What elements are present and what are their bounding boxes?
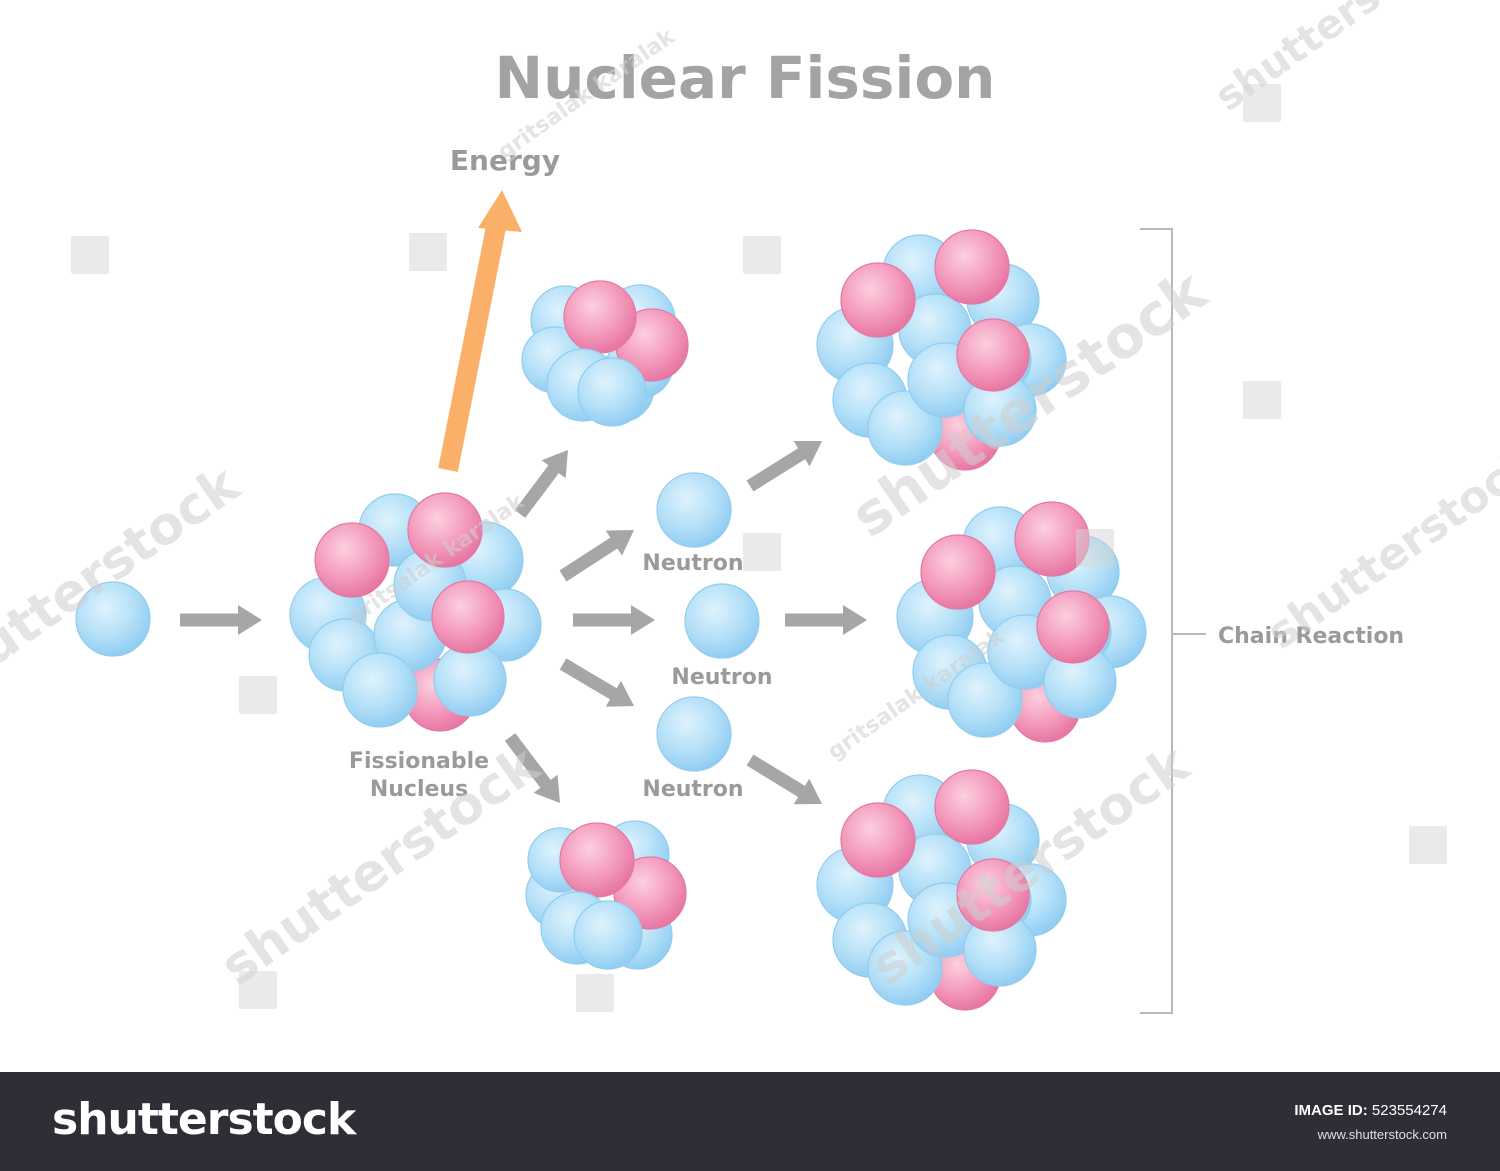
proton — [314, 522, 390, 598]
proton — [956, 318, 1030, 392]
fragment-top — [521, 280, 689, 427]
energy-arrow — [438, 190, 522, 472]
proton — [840, 802, 916, 878]
chain-nucleus-middle — [896, 501, 1147, 743]
proton — [563, 280, 637, 354]
particles — [75, 229, 1147, 1011]
chain-nucleus-top — [816, 229, 1067, 471]
chain-reaction-bracket — [1140, 228, 1206, 1014]
proton — [840, 262, 916, 338]
watermark-icon — [1243, 381, 1281, 419]
neutron — [433, 643, 507, 717]
image-id: IMAGE ID: 523554274 — [1294, 1102, 1447, 1119]
fissionable-nucleus — [289, 492, 542, 732]
released-neutron-top — [656, 472, 732, 548]
neutron — [577, 357, 647, 427]
fissionable-label-line1: Fissionable — [349, 749, 489, 774]
released-neutron-middle — [684, 583, 760, 659]
watermark-icon — [71, 236, 109, 274]
chain-nucleus-bottom — [816, 769, 1067, 1011]
reaction-arrow — [514, 450, 568, 518]
nuclear-fission-diagram: Nuclear Fission Energy Fissionable Nucle… — [0, 0, 1500, 1014]
reaction-arrow — [573, 605, 655, 635]
watermark-icon — [576, 974, 614, 1012]
energy-label: Energy — [450, 144, 560, 177]
watermark-icon — [1409, 826, 1447, 864]
neutron-label-bottom: Neutron — [642, 777, 743, 802]
proton — [1036, 590, 1110, 664]
reaction-arrow — [504, 733, 560, 803]
proton — [407, 492, 483, 568]
shutterstock-logo: shutterstock — [52, 1094, 356, 1145]
incoming-neutron — [75, 581, 151, 657]
watermark-icon — [743, 236, 781, 274]
released-neutron-bottom — [656, 696, 732, 772]
chain-reaction-label: Chain Reaction — [1218, 624, 1404, 649]
proton — [431, 580, 505, 654]
reaction-arrow — [785, 605, 867, 635]
proton — [934, 229, 1010, 305]
watermark-icon — [1243, 84, 1281, 122]
reaction-arrows — [180, 441, 867, 805]
watermark-icon — [409, 233, 447, 271]
diagram-stage: Nuclear Fission Energy Fissionable Nucle… — [0, 0, 1500, 1014]
proton — [956, 858, 1030, 932]
neutron-label-middle: Neutron — [671, 665, 772, 690]
fragment-bottom — [525, 820, 687, 970]
watermark-icon — [239, 971, 277, 1009]
proton — [559, 822, 635, 898]
reaction-arrow — [180, 605, 262, 635]
neutron — [573, 900, 643, 970]
watermark-icon — [743, 533, 781, 571]
proton — [934, 769, 1010, 845]
watermark-text: shutterstock — [0, 454, 251, 718]
fissionable-label-line2: Nucleus — [370, 777, 468, 802]
diagram-title: Nuclear Fission — [495, 44, 996, 112]
reaction-arrow — [559, 658, 634, 707]
image-id-label: IMAGE ID: — [1294, 1102, 1368, 1119]
reaction-arrow — [746, 441, 822, 492]
proton — [920, 534, 996, 610]
neutron-label-top: Neutron — [642, 551, 743, 576]
watermark-icon — [239, 676, 277, 714]
image-id-value: 523554274 — [1371, 1102, 1447, 1119]
reaction-arrow — [746, 754, 822, 805]
neutron — [342, 652, 418, 728]
footer-bar: shutterstock IMAGE ID: 523554274 www.shu… — [0, 1072, 1500, 1171]
site-url: www.shutterstock.com — [1317, 1127, 1447, 1142]
reaction-arrow — [559, 530, 634, 582]
watermark-icon — [1076, 529, 1114, 567]
